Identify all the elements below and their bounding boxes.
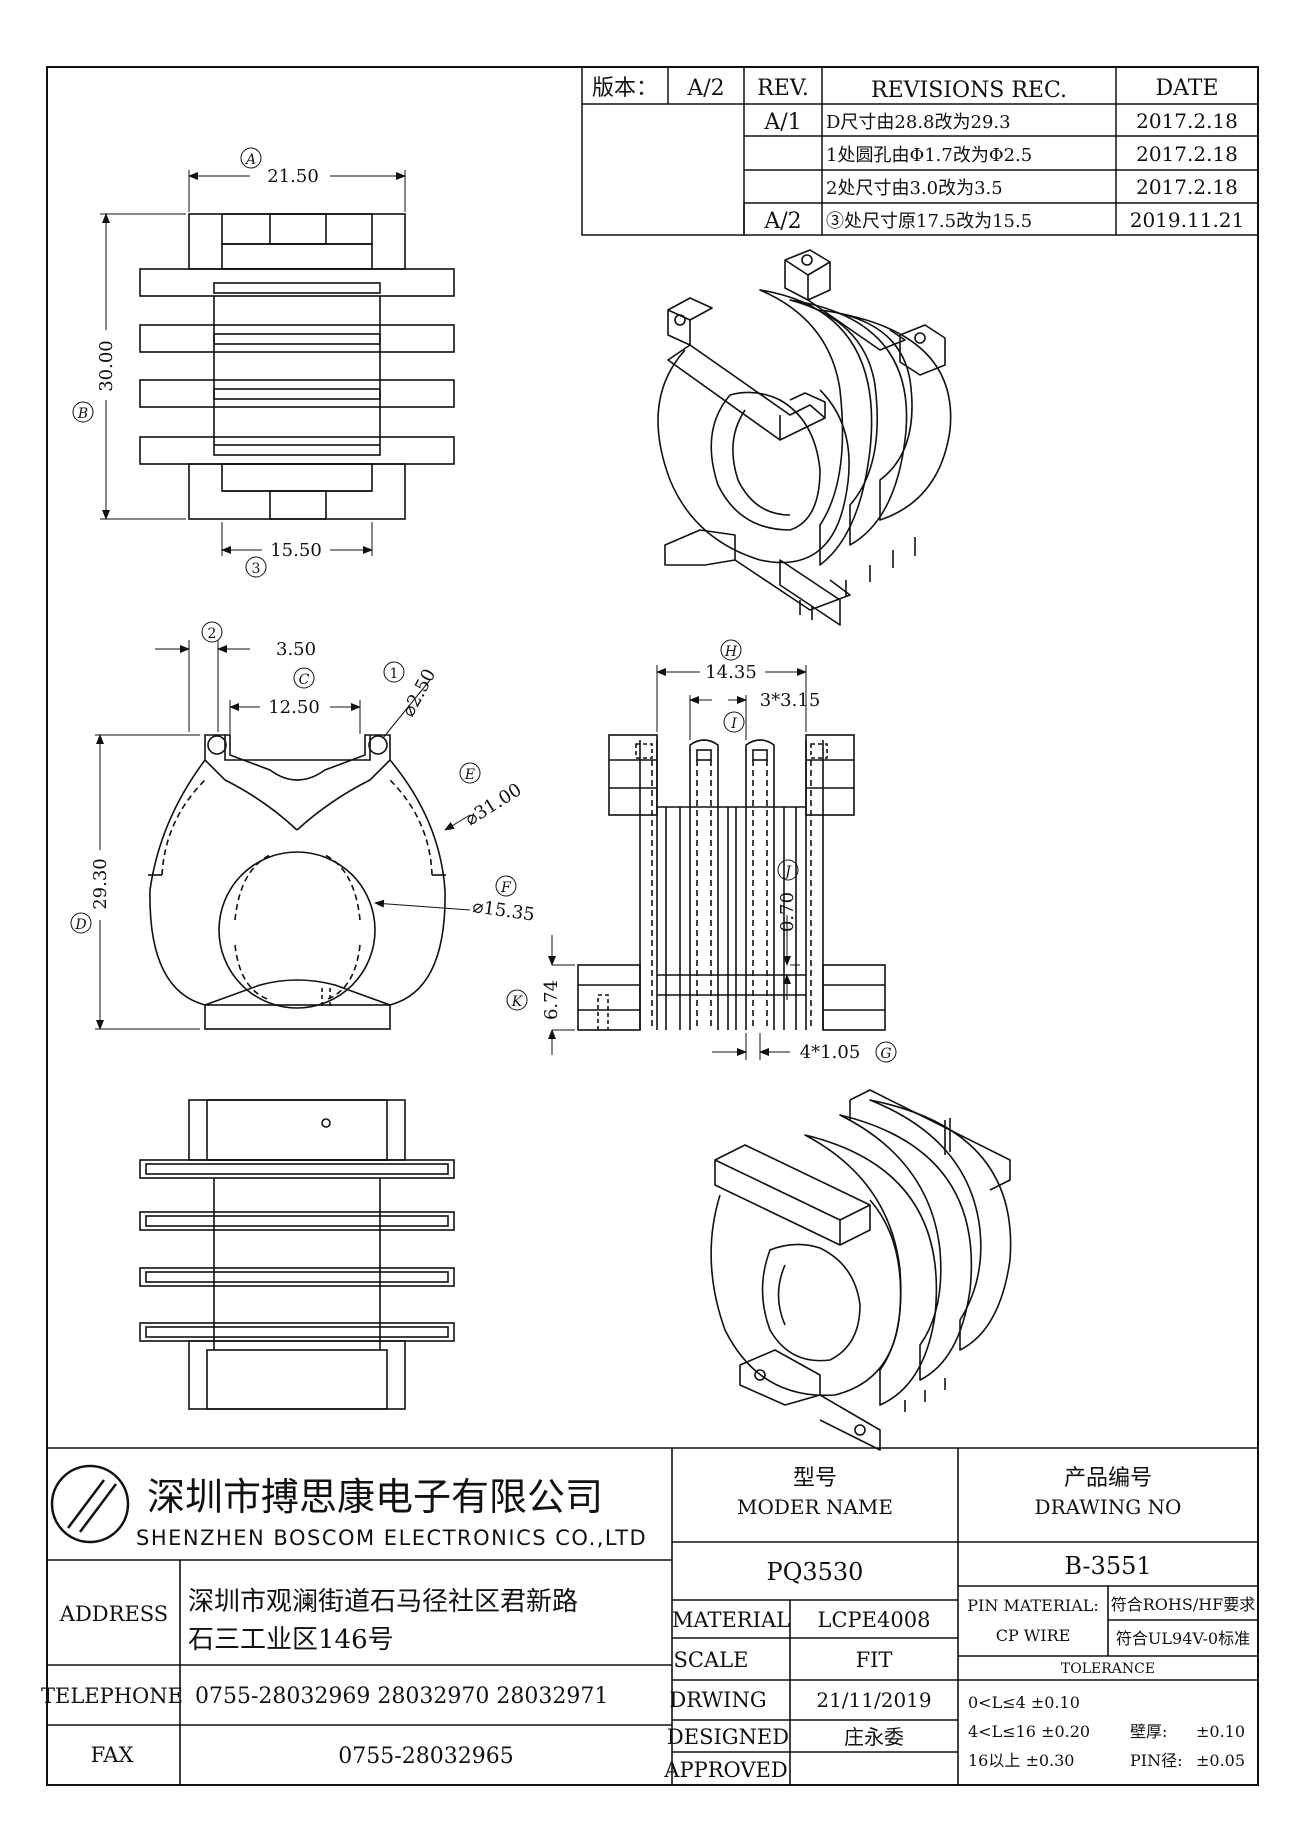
revision-table [581,66,1259,236]
version-label: 版本： [592,76,658,101]
marker-a: A [244,152,256,168]
iso-view-bottom [710,1089,1012,1451]
marker-e: E [464,767,475,783]
rohs-compliance: 符合ROHS/HF要求 [1111,1595,1256,1614]
wall-thickness-value: ±0.10 [1196,1722,1245,1741]
date-cell: 2017.2.18 [1136,175,1238,199]
front-view [148,734,446,1030]
title-block-grid [47,1447,1258,1785]
rec-cell: ③处尺寸原17.5改为15.5 [826,211,1032,232]
tolerance-label: TOLERANCE [1061,1661,1155,1677]
dim-c-label: 12.50 [268,697,320,718]
fax-value: 0755-28032965 [338,1744,513,1769]
revision-rows: A/1 D尺寸由28.8改为29.3 2017.2.18 1处圆孔由Φ1.7改为… [763,109,1244,234]
company-logo [50,1464,130,1544]
side-view [577,734,886,1031]
wall-thickness-label: 壁厚: [1130,1722,1167,1741]
rec-header: REVISIONS REC. [871,78,1067,103]
rev-cell: A/1 [763,110,801,135]
address-line2: 石三工业区146号 [188,1625,394,1655]
scale-label: SCALE [674,1648,749,1672]
drawing-date-value: 21/11/2019 [816,1688,931,1712]
side-view-dims [506,639,897,1063]
dim-a-label: 21.50 [267,166,319,187]
drawing-no-value: B-3551 [1064,1552,1151,1580]
top-view [139,213,455,520]
designer-name: 庄永委 [844,1725,904,1749]
material-value: LCPE4008 [818,1608,931,1632]
model-value: PQ3530 [767,1558,864,1586]
pin-diameter-label: PIN径: [1130,1751,1182,1770]
date-cell: 2017.2.18 [1136,142,1238,166]
tolerance-row-3: 16以上 ±0.30 [968,1751,1074,1770]
pin-diameter-value: ±0.05 [1196,1751,1245,1770]
bottom-view [139,1099,455,1410]
marker-2: 2 [208,626,217,642]
company-name-en: SHENZHEN BOSCOM ELECTRONICS CO.,LTD [136,1526,647,1550]
dim-b-label: 30.00 [96,340,117,392]
iso-view-top [657,249,952,626]
drawing-date-label: DRWING [669,1688,766,1712]
model-label-cn: 型号 [793,1466,837,1491]
dim-k-label: 6.74 [541,980,562,1020]
dim-2-label: 3.50 [276,639,316,660]
telephone-value: 0755-28032969 28032970 28032971 [195,1684,608,1709]
marker-g: G [880,1046,891,1062]
front-view-dims [70,621,517,1030]
dim-3-label: 15.50 [270,540,322,561]
tolerance-row-2: 4<L≤16 ±0.20 [968,1722,1090,1741]
address-line1: 深圳市观澜街道石马径社区君新路 [188,1587,578,1617]
title-block-text: 深圳市搏思康电子有限公司 SHENZHEN BOSCOM ELECTRONICS… [41,1466,1255,1782]
scale-value: FIT [856,1648,893,1672]
dim-i-label: 3*3.15 [760,690,821,711]
dim-f-label: ⌀15.35 [471,896,536,925]
pin-material-label: PIN MATERIAL: [967,1596,1099,1615]
date-header: DATE [1155,76,1218,101]
top-view-labels: 21.50 A 30.00 B 15.50 3 [77,152,322,577]
marker-b: B [77,406,88,422]
dim-g-label: 4*1.05 [800,1042,861,1063]
marker-1: 1 [390,666,399,682]
marker-k: K [511,994,524,1010]
marker-f: F [500,880,512,896]
tolerance-row-1: 0<L≤4 ±0.10 [968,1693,1080,1712]
designed-label: DESIGNED [667,1725,789,1749]
material-label: MATERIAL [672,1608,790,1632]
drawing-no-label-en: DRAWING NO [1035,1495,1182,1519]
company-name-cn: 深圳市搏思康电子有限公司 [147,1475,603,1519]
address-label: ADDRESS [59,1602,168,1626]
marker-i: I [730,716,737,732]
marker-c: C [299,672,310,688]
date-cell: 2019.11.21 [1130,208,1245,232]
date-cell: 2017.2.18 [1136,109,1238,133]
drawing-no-label-cn: 产品编号 [1064,1466,1152,1491]
fax-label: FAX [91,1743,134,1767]
revision-header: 版本： A/2 REV. REVISIONS REC. DATE [592,76,1219,103]
top-view-dims [72,147,406,578]
telephone-label: TELEPHONE [41,1684,183,1708]
dim-e-label: ⌀31.00 [462,779,526,830]
ul-compliance: 符合UL94V-0标准 [1116,1629,1250,1648]
marker-j: J [782,864,792,880]
dim-d-label: 29.30 [90,858,111,910]
dim-j-label: 0.70 [777,892,798,932]
approved-label: APPROVED [663,1758,787,1782]
version-value: A/2 [686,76,724,101]
marker-h: H [724,644,738,660]
rev-header: REV. [757,76,809,101]
marker-3: 3 [252,561,261,577]
rev-cell: A/2 [763,209,801,234]
marker-d: D [74,917,86,933]
rec-cell: 1处圆孔由Φ1.7改为Φ2.5 [826,145,1032,166]
model-label-en: MODER NAME [737,1495,893,1519]
dim-h-label: 14.35 [705,662,757,683]
side-view-labels: 14.35 H 3*3.15 I 0.70 J 6.74 K 4*1.05 G [511,644,892,1063]
pin-material-value: CP WIRE [996,1626,1071,1645]
rec-cell: 2处尺寸由3.0改为3.5 [826,178,1003,199]
rec-cell: D尺寸由28.8改为29.3 [826,112,1011,133]
